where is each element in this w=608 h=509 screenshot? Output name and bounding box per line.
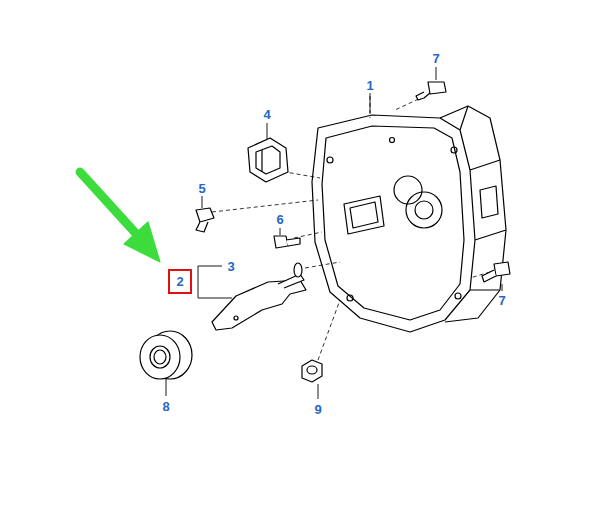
callout-number: 1 bbox=[366, 79, 373, 92]
leader-lines bbox=[212, 96, 490, 360]
highlight-box: 2 bbox=[168, 269, 192, 294]
callout-number: 3 bbox=[227, 260, 234, 273]
callout-number: 2 bbox=[176, 275, 183, 288]
callout-number: 6 bbox=[276, 213, 283, 226]
release-bearing bbox=[140, 331, 192, 379]
clutch-housing bbox=[312, 106, 506, 332]
callout-number: 9 bbox=[314, 403, 321, 416]
bleed-fitting bbox=[196, 208, 214, 232]
bolt bbox=[482, 262, 510, 282]
callout-number: 7 bbox=[498, 294, 505, 307]
callout-number: 5 bbox=[198, 182, 205, 195]
release-fork bbox=[212, 263, 306, 330]
nut bbox=[302, 360, 322, 382]
callout-number: 8 bbox=[162, 400, 169, 413]
leader-lines bbox=[166, 67, 502, 399]
pointer-head bbox=[124, 222, 160, 262]
rubber-boot bbox=[248, 138, 288, 182]
pointer-arrow bbox=[80, 172, 140, 238]
callout-number: 7 bbox=[432, 52, 439, 65]
bolt bbox=[416, 82, 446, 100]
bolt bbox=[274, 236, 300, 248]
callout-number: 4 bbox=[263, 108, 270, 121]
